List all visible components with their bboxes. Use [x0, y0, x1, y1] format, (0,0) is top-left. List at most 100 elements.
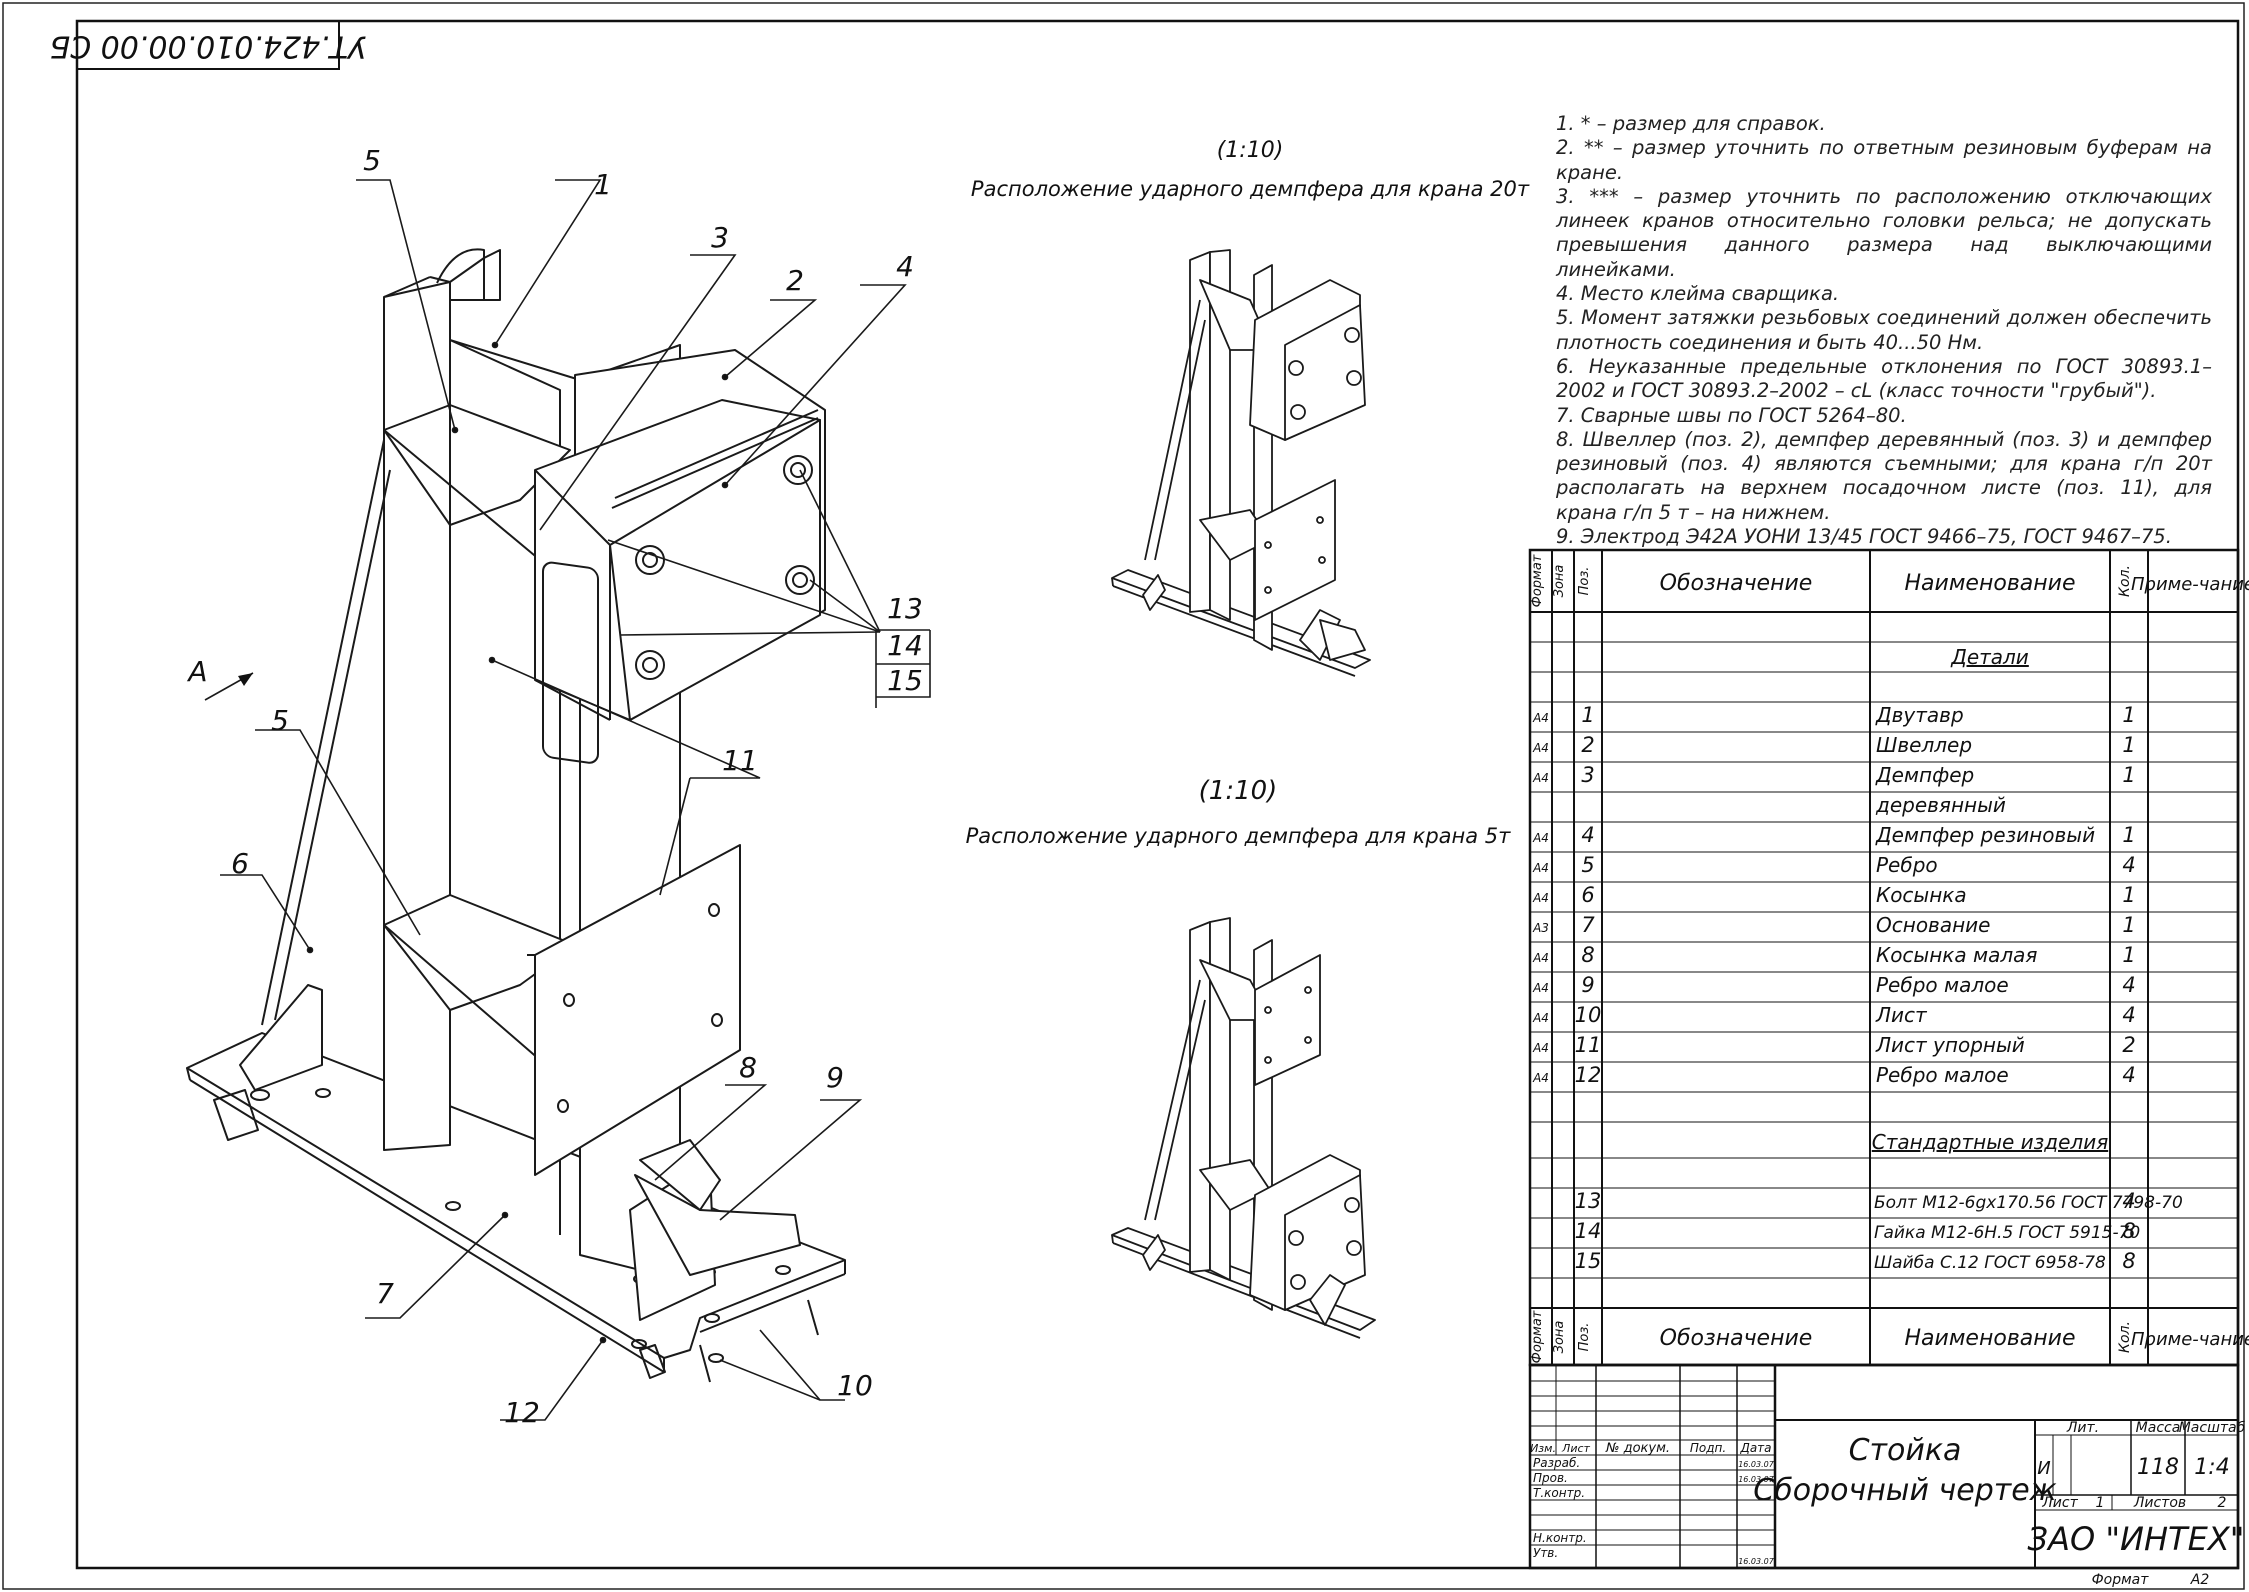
tb-sheet-label: Лист: [2041, 1495, 2078, 1511]
detail-name: Ребро малое: [1876, 1063, 2009, 1087]
main-callout-labels: 5 1 3 2 4 5 6 7 8 9 10 11 12 13 14 15 А: [186, 144, 922, 1429]
view-20t: (1:10) Расположение ударного демпфера дл…: [971, 138, 1530, 677]
detail-qty: 1: [2122, 913, 2135, 937]
detail-pos: 11: [1575, 1033, 1602, 1057]
tb-role-tkontr: Т.контр.: [1533, 1486, 1585, 1500]
callout-15: 15: [887, 664, 923, 697]
view-20t-scale: (1:10): [1217, 138, 1284, 163]
note-1: 1. * – размер для справок.: [1556, 112, 1826, 135]
tb-sheets-label: Листов: [2133, 1495, 2186, 1511]
tb-sheets-value: 2: [2218, 1495, 2227, 1511]
tb-col-docnum: № докум.: [1605, 1441, 1670, 1456]
tb-col-list: Лист: [1561, 1442, 1590, 1455]
detail-format: А4: [1532, 951, 1549, 965]
detail-pos: 8: [1581, 943, 1594, 967]
callout-2: 2: [786, 264, 804, 297]
view-5t: (1:10) Расположение ударного демпфера дл…: [966, 776, 1512, 1339]
detail-format: А4: [1532, 1011, 1549, 1025]
detail-format: А4: [1532, 831, 1549, 845]
main-isometric-view: [186, 248, 846, 1383]
view-5t-scale: (1:10): [1199, 776, 1278, 806]
stamp-code: УТ.424.010.00.00 СБ: [50, 29, 367, 64]
detail-format: А4: [1532, 861, 1549, 875]
tb-format-label: Формат: [2092, 1572, 2150, 1588]
standard-qty: 8: [2122, 1249, 2135, 1273]
tb-lit-label: Лит.: [2066, 1420, 2099, 1436]
detail-name: Демпфер резиновый: [1875, 823, 2095, 847]
hdr-name: Наименование: [1905, 571, 2076, 596]
tb-date-3: 16.03.07: [1738, 1557, 1775, 1566]
section-details: Детали: [1950, 645, 2029, 669]
hdr-zone: Зона: [1552, 565, 1567, 598]
tb-col-date: Дата: [1739, 1441, 1771, 1455]
standard-qty: 4: [2122, 1189, 2135, 1213]
tb-date-2: 16.03.07: [1738, 1475, 1775, 1484]
spec-table: [1528, 548, 2240, 1367]
tb-mass-value: 118: [2137, 1455, 2179, 1480]
detail-qty: 2: [2122, 1033, 2135, 1057]
hdr2-designation: Обозначение: [1660, 1326, 1813, 1351]
detail-name: Косынка: [1876, 883, 1967, 907]
tb-col-sign: Подп.: [1690, 1441, 1726, 1455]
callout-1: 1: [594, 168, 612, 201]
detail-name: Лист: [1875, 1003, 1928, 1027]
view-20t-caption: Расположение ударного демпфера для крана…: [971, 177, 1530, 201]
detail-name: Швеллер: [1876, 733, 1972, 757]
detail-format: А4: [1532, 891, 1549, 905]
tb-scale-value: 1:4: [2194, 1455, 2229, 1480]
detail-format: А4: [1532, 981, 1549, 995]
detail-format: А4: [1532, 711, 1549, 725]
rotated-stamp-box: УТ.424.010.00.00 СБ: [50, 20, 367, 70]
detail-pos: 12: [1575, 1063, 1602, 1087]
callout-4: 4: [896, 250, 914, 283]
note-6: 6. Неуказанные предельные отклонения по …: [1556, 354, 2212, 403]
hdr2-qty: Кол.: [2117, 1321, 2133, 1353]
detail-pos: 5: [1581, 853, 1594, 877]
detail-qty: 4: [2122, 1063, 2135, 1087]
detail-pos: 6: [1581, 883, 1594, 907]
tb-format-value: А2: [2190, 1572, 2210, 1588]
detail-pos: 1: [1581, 703, 1594, 727]
technical-notes: 1. * – размер для справок. 2. ** – разме…: [1556, 112, 2212, 549]
callout-7: 7: [376, 1277, 394, 1310]
tb-scale-label: Масштаб: [2179, 1420, 2246, 1436]
detail-format: А4: [1532, 771, 1549, 785]
callout-13: 13: [887, 592, 923, 625]
hdr2-zone: Зона: [1552, 1321, 1567, 1354]
detail-pos: 3: [1581, 763, 1594, 787]
hdr2-pos: Поз.: [1577, 1323, 1592, 1352]
callout-6: 6: [231, 847, 249, 880]
note-7: 7. Сварные швы по ГОСТ 5264–80.: [1556, 403, 1907, 427]
detail-qty: 1: [2122, 733, 2135, 757]
detail-pos: 4: [1581, 823, 1594, 847]
tb-role-prov: Пров.: [1533, 1471, 1568, 1485]
tb-title-1: Стойка: [1849, 1433, 1962, 1468]
note-4: 4. Место клейма сварщика.: [1556, 282, 1840, 306]
tb-lit-value: И: [2037, 1458, 2050, 1479]
hdr-pos: Поз.: [1577, 567, 1592, 596]
detail-qty: 1: [2122, 763, 2135, 787]
view-arrow-label: А: [186, 655, 207, 688]
tb-role-razrab: Разраб.: [1533, 1456, 1580, 1470]
hdr-qty: Кол.: [2117, 565, 2133, 597]
detail-name-cont: деревянный: [1875, 793, 2006, 817]
detail-format: А3: [1532, 921, 1549, 935]
callout-14: 14: [887, 629, 923, 662]
hdr-note: Приме-чание: [2131, 574, 2249, 595]
note-5: 5. Момент затяжки резьбовых соединений д…: [1556, 306, 2212, 354]
hdr-format: Формат: [1530, 554, 1545, 607]
view-5t-caption: Расположение ударного демпфера для крана…: [966, 824, 1512, 848]
detail-qty: 4: [2122, 973, 2135, 997]
title-block: [1528, 1363, 2240, 1570]
callout-8: 8: [739, 1051, 757, 1084]
detail-format: А4: [1532, 741, 1549, 755]
standard-name: Шайба С.12 ГОСТ 6958-78: [1874, 1253, 2106, 1273]
detail-qty: 1: [2122, 823, 2135, 847]
note-8: 8. Швеллер (поз. 2), демпфер деревянный …: [1556, 427, 2212, 524]
tb-title-2: Сборочный чертеж: [1753, 1473, 2056, 1508]
section-standard: Стандартные изделия: [1872, 1130, 2108, 1154]
callout-5-top: 5: [363, 144, 381, 177]
